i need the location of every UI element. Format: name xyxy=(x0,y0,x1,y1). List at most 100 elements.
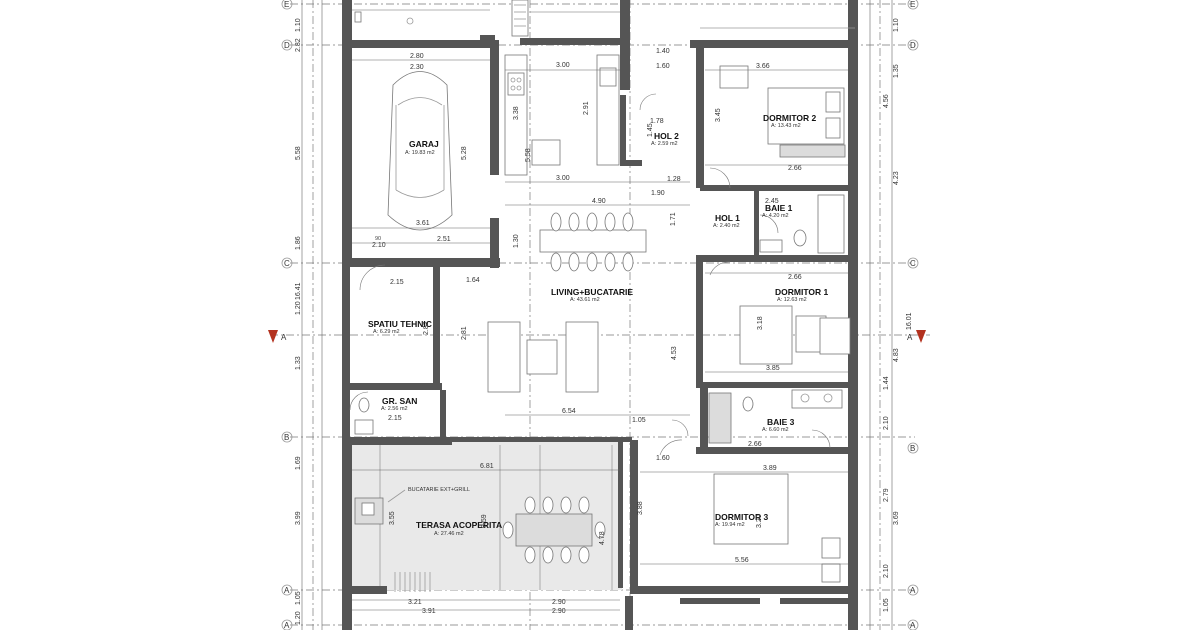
grill-counter xyxy=(354,497,384,525)
svg-text:A: 19.83 m2: A: 19.83 m2 xyxy=(405,150,435,156)
svg-text:BAIE 3: BAIE 3 xyxy=(767,417,795,427)
svg-text:3.55: 3.55 xyxy=(389,511,396,525)
gr-san-fixtures xyxy=(354,397,374,435)
svg-text:1.40: 1.40 xyxy=(656,48,670,55)
svg-text:1.35: 1.35 xyxy=(893,64,900,78)
svg-text:2.66: 2.66 xyxy=(788,165,802,172)
svg-text:DORMITOR 1: DORMITOR 1 xyxy=(775,287,828,297)
svg-text:1.05: 1.05 xyxy=(632,417,646,424)
svg-text:5.58: 5.58 xyxy=(525,148,532,162)
svg-text:2.66: 2.66 xyxy=(788,274,802,281)
svg-text:3.38: 3.38 xyxy=(513,106,520,120)
svg-text:4.53: 4.53 xyxy=(671,346,678,360)
svg-text:16.01: 16.01 xyxy=(906,312,913,330)
svg-text:2.10: 2.10 xyxy=(883,564,890,578)
svg-text:2.90: 2.90 xyxy=(552,608,566,615)
svg-text:2.79: 2.79 xyxy=(883,488,890,502)
svg-text:6.54: 6.54 xyxy=(562,408,576,415)
svg-text:2.66: 2.66 xyxy=(748,441,762,448)
axis-label-b-right: B xyxy=(910,444,915,453)
room-label-dormitor-1: DORMITOR 1 A: 12.63 m2 xyxy=(775,287,828,303)
terrace-steps xyxy=(394,572,431,592)
svg-text:DORMITOR 2: DORMITOR 2 xyxy=(763,113,816,123)
svg-text:GARAJ: GARAJ xyxy=(409,139,439,149)
svg-text:1.78: 1.78 xyxy=(650,118,664,125)
bed-dormitor-2 xyxy=(719,65,846,158)
room-label-hol-1: HOL 1 A: 2.40 m2 xyxy=(713,213,740,229)
axis-labels-right: E D C B A A xyxy=(907,0,919,630)
axis-label-e-left: E xyxy=(284,0,289,9)
dimension-chain-right: 1.10 1.35 4.56 4.23 16.01 4.83 1.44 2.10… xyxy=(869,0,913,630)
svg-text:3.18: 3.18 xyxy=(757,316,764,330)
svg-text:5.28: 5.28 xyxy=(461,146,468,160)
axis-label-a2-right: A xyxy=(910,621,916,630)
svg-text:SPATIU TEHNIC: SPATIU TEHNIC xyxy=(368,319,432,329)
svg-text:3.45: 3.45 xyxy=(715,108,722,122)
svg-text:4.23: 4.23 xyxy=(893,171,900,185)
svg-text:2.15: 2.15 xyxy=(390,279,404,286)
top-exterior xyxy=(352,0,855,37)
room-label-baie-1: BAIE 1 A: 4.20 m2 xyxy=(762,203,793,219)
baie-1-fixtures xyxy=(759,194,845,254)
svg-text:1.20: 1.20 xyxy=(295,611,302,625)
axis-label-a2-left: A xyxy=(284,621,290,630)
svg-text:2.82: 2.82 xyxy=(423,321,430,335)
svg-text:A: A xyxy=(907,333,913,342)
svg-text:1.30: 1.30 xyxy=(513,234,520,248)
axis-label-c-left: C xyxy=(284,259,290,268)
section-marker-left: A xyxy=(268,330,287,343)
svg-text:3.69: 3.69 xyxy=(893,511,900,525)
svg-text:1.71: 1.71 xyxy=(670,212,677,226)
room-label-gr-san: GR. SAN A: 2.56 m2 xyxy=(381,396,417,412)
svg-text:2.15: 2.15 xyxy=(388,415,402,422)
kitchen-counter xyxy=(504,54,620,176)
svg-text:1.45: 1.45 xyxy=(647,123,654,137)
svg-text:1.69: 1.69 xyxy=(295,456,302,470)
svg-text:1.28: 1.28 xyxy=(667,176,681,183)
svg-text:1.64: 1.64 xyxy=(466,277,480,284)
svg-text:3.91: 3.91 xyxy=(422,608,436,615)
room-label-dormitor-2: DORMITOR 2 A: 13.43 m2 xyxy=(763,113,816,129)
svg-text:3.61: 3.61 xyxy=(416,220,430,227)
svg-text:16.41: 16.41 xyxy=(295,282,302,300)
svg-text:2.80: 2.80 xyxy=(410,53,424,60)
room-label-bucatarie-ext: BUCATARIE EXT+GRILL xyxy=(387,487,470,503)
dimension-chain-left: 1.10 2.82 5.58 1.86 1.20 16.41 1.33 1.69… xyxy=(295,0,323,630)
svg-text:A: A xyxy=(281,333,287,342)
svg-text:HOL 1: HOL 1 xyxy=(715,213,740,223)
svg-text:1.60: 1.60 xyxy=(656,63,670,70)
room-label-spatiu-tehnic: SPATIU TEHNIC A: 6.29 m2 xyxy=(368,319,432,335)
section-marker-right: A xyxy=(907,330,926,343)
svg-text:1.10: 1.10 xyxy=(893,18,900,32)
svg-text:3.89: 3.89 xyxy=(763,465,777,472)
svg-text:DORMITOR 3: DORMITOR 3 xyxy=(715,512,768,522)
room-label-dormitor-3: DORMITOR 3 A: 19.94 m2 xyxy=(715,512,768,528)
room-label-terasa: TERASA ACOPERITA A: 27.46 m2 xyxy=(416,520,502,537)
svg-text:1.60: 1.60 xyxy=(656,455,670,462)
room-label-garaj: GARAJ A: 19.83 m2 xyxy=(405,139,439,156)
svg-text:1.86: 1.86 xyxy=(295,236,302,250)
svg-text:5.56: 5.56 xyxy=(735,557,749,564)
svg-text:A: 6.60 m2: A: 6.60 m2 xyxy=(762,427,789,433)
svg-text:2.82: 2.82 xyxy=(295,38,302,52)
axis-label-c-right: C xyxy=(910,259,916,268)
svg-text:2.10: 2.10 xyxy=(883,416,890,430)
svg-text:5.58: 5.58 xyxy=(295,146,302,160)
svg-text:BAIE 1: BAIE 1 xyxy=(765,203,793,213)
car-icon xyxy=(387,71,453,231)
svg-text:6.81: 6.81 xyxy=(480,463,494,470)
walls xyxy=(342,0,858,630)
svg-text:2.10: 2.10 xyxy=(372,242,386,249)
svg-text:TERASA ACOPERITA: TERASA ACOPERITA xyxy=(416,520,502,530)
svg-text:A: 2.56 m2: A: 2.56 m2 xyxy=(381,406,408,412)
svg-text:3.85: 3.85 xyxy=(766,365,780,372)
axis-label-d-right: D xyxy=(910,41,916,50)
svg-text:1.20: 1.20 xyxy=(295,301,302,315)
svg-text:1.05: 1.05 xyxy=(883,598,890,612)
svg-text:4.90: 4.90 xyxy=(592,198,606,205)
baie-3-fixtures xyxy=(708,389,843,444)
svg-text:2.90: 2.90 xyxy=(552,599,566,606)
svg-text:A: 12.63 m2: A: 12.63 m2 xyxy=(777,297,807,303)
axis-label-d-left: D xyxy=(284,41,290,50)
room-label-living: LIVING+BUCATARIE A: 43.61 m2 xyxy=(551,287,633,303)
